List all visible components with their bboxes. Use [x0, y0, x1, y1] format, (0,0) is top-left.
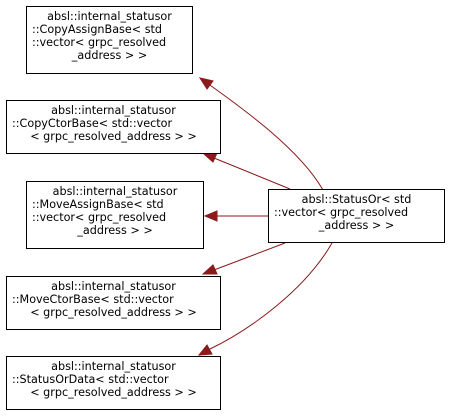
node-line: ::vector< grpc_resolved — [274, 206, 409, 219]
node-line: ::vector< grpc_resolved — [32, 36, 167, 49]
edge-statusor-to-statusordata — [207, 242, 333, 351]
node-line: absl::StatusOr< std — [301, 193, 412, 206]
node-status-or[interactable]: absl::StatusOr< std ::vector< grpc_resol… — [268, 189, 445, 243]
node-line: < grpc_resolved_address > > — [30, 130, 197, 143]
node-line: ::CopyAssignBase< std — [32, 23, 163, 36]
arrowhead-movectorbase — [201, 264, 218, 275]
node-line: ::StatusOrData< std::vector — [12, 373, 169, 386]
node-line: absl::internal_statusor — [51, 104, 176, 117]
arrowhead-copyctorbase — [202, 152, 218, 163]
edge-statusor-to-copyassignbase — [206, 82, 324, 191]
node-line: absl::internal_statusor — [47, 10, 172, 23]
node-line: ::MoveCtorBase< std::vector — [12, 293, 174, 306]
edge-statusor-to-copyctorbase — [213, 157, 291, 190]
node-line: < grpc_resolved_address > > — [30, 306, 197, 319]
node-move-ctor-base[interactable]: absl::internal_statusor ::MoveCtorBase< … — [6, 276, 221, 330]
node-line: absl::internal_statusor — [52, 185, 178, 198]
node-copy-ctor-base[interactable]: absl::internal_statusor ::CopyCtorBase< … — [6, 100, 221, 154]
node-line: absl::internal_statusor — [51, 280, 176, 293]
node-copy-assign-base[interactable]: absl::internal_statusor ::CopyAssignBase… — [26, 6, 193, 74]
node-line: absl::internal_statusor — [51, 360, 176, 373]
edge-statusor-to-movectorbase — [213, 242, 286, 271]
node-line: ::CopyCtorBase< std::vector — [12, 117, 173, 130]
node-line: ::vector< grpc_resolved — [32, 211, 167, 224]
node-move-assign-base[interactable]: absl::internal_statusor ::MoveAssignBase… — [26, 181, 204, 249]
node-line: _address > > — [77, 224, 153, 237]
node-line: _address > > — [318, 219, 395, 232]
node-line: ::MoveAssignBase< std — [32, 198, 164, 211]
arrowhead-statusordata — [197, 344, 213, 356]
node-status-or-data[interactable]: absl::internal_statusor ::StatusOrData< … — [6, 356, 221, 410]
node-line: _address > > — [71, 49, 148, 62]
arrowhead-moveassignbase — [203, 210, 218, 222]
node-line: < grpc_resolved_address > > — [30, 386, 197, 399]
arrowhead-copyassignbase — [198, 77, 214, 90]
